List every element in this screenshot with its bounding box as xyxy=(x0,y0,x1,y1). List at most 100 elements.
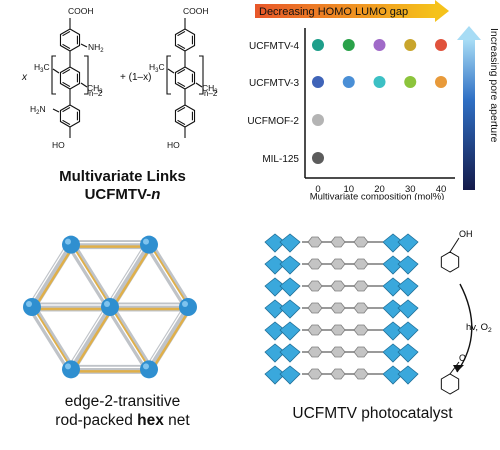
linker-ring xyxy=(330,368,346,380)
net-node xyxy=(140,360,158,379)
amine-label-2: H2N xyxy=(30,104,46,116)
pore-arrow-body xyxy=(463,40,475,190)
coef-x: x xyxy=(21,72,28,83)
linker-ring xyxy=(330,324,346,336)
data-point xyxy=(342,76,355,88)
linker-ring xyxy=(307,236,323,248)
double-bond xyxy=(62,43,71,50)
linker-ring xyxy=(330,280,346,292)
linker-ring xyxy=(353,280,369,292)
linker-ring xyxy=(330,302,346,314)
ti-cluster xyxy=(279,233,301,253)
linker-ring xyxy=(330,258,346,270)
net-caption-line1: edge-2-transitive xyxy=(64,393,181,410)
ch2-bond xyxy=(449,237,460,253)
spoke-rod-gold xyxy=(110,308,153,373)
benzaldehyde xyxy=(440,361,460,395)
cho-bond xyxy=(449,361,460,375)
net-caption-bold: hex xyxy=(137,412,164,429)
double-bond xyxy=(62,81,71,88)
repeat-bracket xyxy=(84,55,89,95)
methyl-right-label: CH3 xyxy=(202,83,218,95)
benzene-ring xyxy=(59,28,81,52)
node-highlight xyxy=(104,301,110,307)
photo-caption: UCFMTV photocatalyst xyxy=(292,405,453,422)
chart-ylabel: Increasing pore aperture xyxy=(488,28,500,143)
repeat-bracket xyxy=(166,55,171,95)
center-node xyxy=(101,298,119,316)
row-label-mil-125: MIL-125 xyxy=(262,154,299,165)
ti-cluster xyxy=(397,255,419,275)
double-bond xyxy=(177,43,186,50)
row-label-ucfmof-2: UCFMOF-2 xyxy=(247,116,299,127)
linker-ring xyxy=(307,324,323,336)
outer-rod xyxy=(145,304,192,372)
reaction-arrow xyxy=(456,283,473,373)
repeat-label: n–2 xyxy=(89,89,103,98)
linker-ring xyxy=(307,346,323,358)
amine-bond xyxy=(52,108,60,113)
linker-ring xyxy=(353,368,369,380)
benzene-ring xyxy=(59,66,81,90)
spoke-rod xyxy=(67,304,114,372)
ti-cluster xyxy=(279,365,301,385)
methyl-left-label: H3C xyxy=(34,62,50,74)
cooh-label: COOH xyxy=(183,6,209,16)
ti-cluster xyxy=(397,299,419,319)
linker-ring xyxy=(353,258,369,270)
chart-xlabel: Multivariate composition (mol%) xyxy=(310,192,445,201)
net-node xyxy=(179,298,197,316)
ti-cluster xyxy=(397,321,419,341)
spoke-rod-gold xyxy=(110,245,153,310)
linker-ring xyxy=(307,302,323,314)
repeat-bracket xyxy=(51,55,56,95)
spoke-rod-highlight xyxy=(68,304,109,368)
linker-ring xyxy=(353,346,369,358)
benzene-ring xyxy=(59,104,81,128)
ti-cluster xyxy=(397,277,419,297)
links-caption-italic: n xyxy=(151,186,161,203)
spoke-rod-highlight xyxy=(68,242,109,306)
data-point xyxy=(404,76,417,88)
amine-label: NH2 xyxy=(88,42,104,54)
linker-ring xyxy=(307,280,323,292)
node-highlight xyxy=(143,363,149,370)
node-highlight xyxy=(65,363,71,370)
linker-ring xyxy=(307,258,323,270)
ti-cluster xyxy=(279,277,301,297)
ho-label: HO xyxy=(167,140,180,150)
gap-arrow-body xyxy=(255,4,435,18)
benzene-ring xyxy=(174,104,196,128)
spoke-rod-highlight xyxy=(107,242,148,306)
net-node xyxy=(62,360,80,379)
outer-rod-highlight xyxy=(146,242,187,306)
ho-label: HO xyxy=(52,140,65,150)
x-tick-0: 0 xyxy=(315,184,320,195)
methyl-bond xyxy=(52,68,60,74)
benzene-ring xyxy=(440,373,460,395)
data-point xyxy=(404,39,417,51)
plus-text: + (1–x) xyxy=(120,72,151,83)
ti-cluster xyxy=(279,321,301,341)
x-tick-20: 20 xyxy=(374,184,385,195)
linker-ring xyxy=(353,324,369,336)
repeat-bracket xyxy=(199,55,204,95)
data-point xyxy=(435,39,447,51)
methyl-left-label: H3C xyxy=(149,62,165,74)
double-bond xyxy=(177,119,186,126)
double-bond xyxy=(177,68,186,75)
pore-arrow-head xyxy=(457,26,481,40)
outer-rod-gold xyxy=(32,245,75,310)
data-point xyxy=(312,76,324,88)
spoke-rod xyxy=(106,242,153,310)
repeat-label: n–2 xyxy=(204,89,218,98)
chart-title: Decreasing HOMO LUMO gap xyxy=(259,6,408,18)
methyl-bond xyxy=(80,82,88,88)
outer-rod-highlight xyxy=(29,242,70,306)
data-point xyxy=(312,114,324,126)
links-caption: Multivariate Links UCFMTV-n xyxy=(0,168,245,204)
data-point xyxy=(435,76,447,88)
benzene-ring xyxy=(174,66,196,90)
